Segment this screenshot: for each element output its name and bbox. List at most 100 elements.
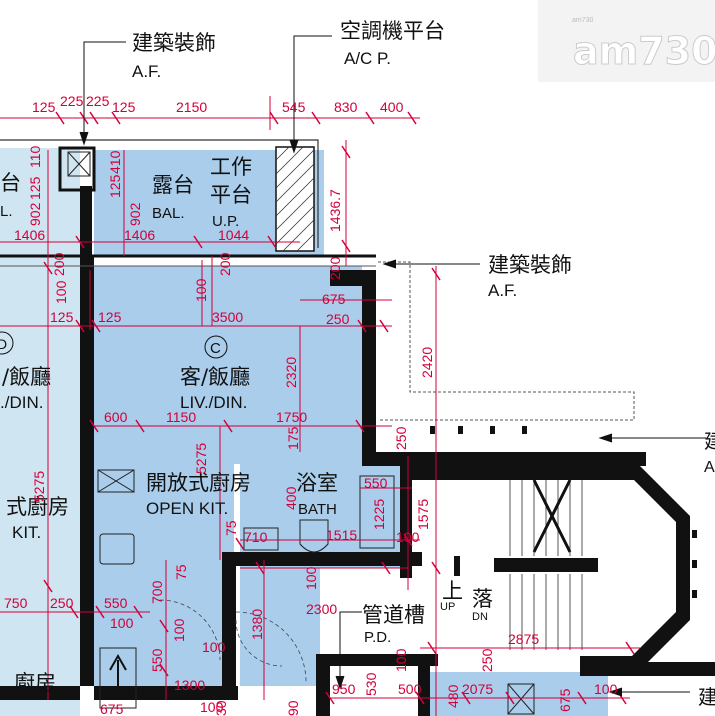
up-arrow bbox=[109, 653, 127, 700]
kitchen-left-en: KIT. bbox=[12, 523, 41, 542]
bath-fixtures bbox=[243, 475, 395, 553]
dim-125c: 125 bbox=[50, 309, 74, 325]
bottom-grille bbox=[507, 683, 535, 715]
dim-v100f: 100 bbox=[303, 566, 319, 590]
dim-t5: 2150 bbox=[176, 99, 207, 115]
dim-550a: 550 bbox=[364, 475, 388, 491]
af-outline-right bbox=[378, 261, 635, 421]
dim-3500: 3500 bbox=[212, 309, 243, 325]
stair-landing-bar bbox=[454, 556, 460, 576]
lobby-mid-wall bbox=[494, 558, 598, 572]
utility-cn2: 平台 bbox=[210, 183, 252, 207]
kitchen-bottom-wall bbox=[222, 552, 422, 566]
kitchen-fill bbox=[94, 464, 234, 686]
kitchen-sink bbox=[99, 533, 135, 565]
lobby-ticks bbox=[430, 426, 697, 598]
dim-v125b: 125 bbox=[107, 174, 123, 198]
dim-675a: 675 bbox=[322, 291, 346, 307]
af-right-cn: 建築裝飾 bbox=[488, 253, 572, 277]
dim-675b: 675 bbox=[100, 701, 124, 716]
dim-v125: 125 bbox=[27, 176, 43, 200]
acp-hatching bbox=[275, 146, 315, 252]
pd-cn: 管道槽 bbox=[362, 603, 425, 627]
stair-cut-mark bbox=[532, 479, 572, 553]
dim-v30: 30 bbox=[213, 700, 229, 716]
shower-tray bbox=[359, 475, 395, 549]
balcony-cn: 露台 bbox=[152, 173, 194, 197]
dimension-ticks bbox=[43, 111, 635, 705]
living-cn: 客/飯廳 bbox=[180, 365, 250, 389]
acp-cn: 空調機平台 bbox=[340, 19, 445, 43]
bath-en: BATH bbox=[298, 501, 337, 518]
dim-1515: 1515 bbox=[326, 527, 357, 543]
dim-v2320: 2320 bbox=[283, 357, 299, 388]
balcony-left-en: L. bbox=[0, 203, 13, 220]
dim-100d: 100 bbox=[110, 615, 134, 631]
dim-v250c: 250 bbox=[393, 426, 409, 450]
dim-t2: 225 bbox=[60, 93, 84, 109]
dim-125d: 125 bbox=[98, 309, 122, 325]
dim-250d: 250 bbox=[50, 595, 74, 611]
dim-100c: 100 bbox=[396, 529, 420, 545]
dim-v2420: 2420 bbox=[419, 347, 435, 378]
marker-d-text: D bbox=[0, 336, 7, 352]
living-left-cn: /飯廳 bbox=[2, 365, 51, 389]
dim-v100h: 100 bbox=[393, 648, 409, 672]
stair-treads bbox=[509, 480, 583, 650]
dn-cn: 落 bbox=[472, 587, 493, 611]
af-box-x bbox=[67, 151, 91, 177]
kitchen-hob bbox=[97, 469, 135, 493]
room-marker-d bbox=[0, 331, 14, 355]
acp-hatch-box bbox=[275, 146, 315, 252]
dim-v530: 530 bbox=[363, 672, 379, 696]
pd-en: P.D. bbox=[364, 629, 391, 646]
dim-250a: 250 bbox=[326, 311, 350, 327]
bottom-left-cn: 廚房 bbox=[14, 671, 56, 695]
dim-v5275a: 5275 bbox=[31, 471, 47, 502]
kitchen-cn: 開放式廚房 bbox=[146, 471, 251, 495]
edge-a: 建 bbox=[704, 429, 715, 453]
dim-750: 750 bbox=[4, 595, 28, 611]
bottom-wall-b bbox=[318, 654, 438, 666]
dimension-lines bbox=[0, 96, 640, 716]
dim-t1: 125 bbox=[32, 99, 56, 115]
living-en: LIV./DIN. bbox=[180, 393, 247, 412]
living-fill bbox=[94, 266, 362, 464]
af-outline-top bbox=[0, 139, 319, 248]
dimension-numbers: 125 225 225 125 2150 545 830 400 110 125… bbox=[4, 93, 618, 716]
left-unit-fill bbox=[0, 148, 80, 716]
af-top-en: A.F. bbox=[132, 62, 161, 81]
toilet bbox=[299, 519, 329, 553]
dim-t8: 400 bbox=[380, 99, 404, 115]
logo-small: am730 bbox=[572, 17, 594, 24]
af-top-cn: 建築裝飾 bbox=[132, 31, 216, 55]
dim-950: 950 bbox=[332, 681, 356, 697]
dim-v902a: 902 bbox=[27, 202, 43, 226]
dim-600: 600 bbox=[104, 409, 128, 425]
dim-500: 500 bbox=[398, 681, 422, 697]
room-marker-c bbox=[204, 335, 228, 359]
bottom-wall-a bbox=[316, 654, 330, 716]
balcony-left-cn: 台 bbox=[0, 171, 21, 195]
dim-100j: 100 bbox=[200, 699, 224, 715]
dim-v5275b: 5275 bbox=[193, 443, 209, 474]
door-swings bbox=[159, 599, 307, 683]
dim-100i: 100 bbox=[594, 681, 618, 697]
edge-c: 建 bbox=[698, 685, 715, 709]
kitchen-fixtures bbox=[67, 151, 535, 715]
dim-v200b: 200 bbox=[217, 252, 233, 276]
af-box bbox=[58, 146, 96, 192]
bottom-wall-c bbox=[418, 660, 430, 716]
balcony-post-left bbox=[80, 186, 92, 256]
up-cn: 上 bbox=[442, 579, 463, 603]
acp-en: A/C P. bbox=[344, 49, 391, 68]
dim-v1575: 1575 bbox=[415, 499, 431, 530]
kitchen-side-wall bbox=[222, 552, 236, 688]
dim-v700: 700 bbox=[149, 580, 165, 604]
dim-100-mid: 100 bbox=[202, 639, 226, 655]
balcony-en: BAL. bbox=[152, 205, 185, 222]
dim-v200a: 200 bbox=[51, 252, 67, 276]
dim-v1436: 1436.7 bbox=[327, 189, 343, 232]
kitchen-left-cn: 式廚房 bbox=[6, 495, 69, 519]
